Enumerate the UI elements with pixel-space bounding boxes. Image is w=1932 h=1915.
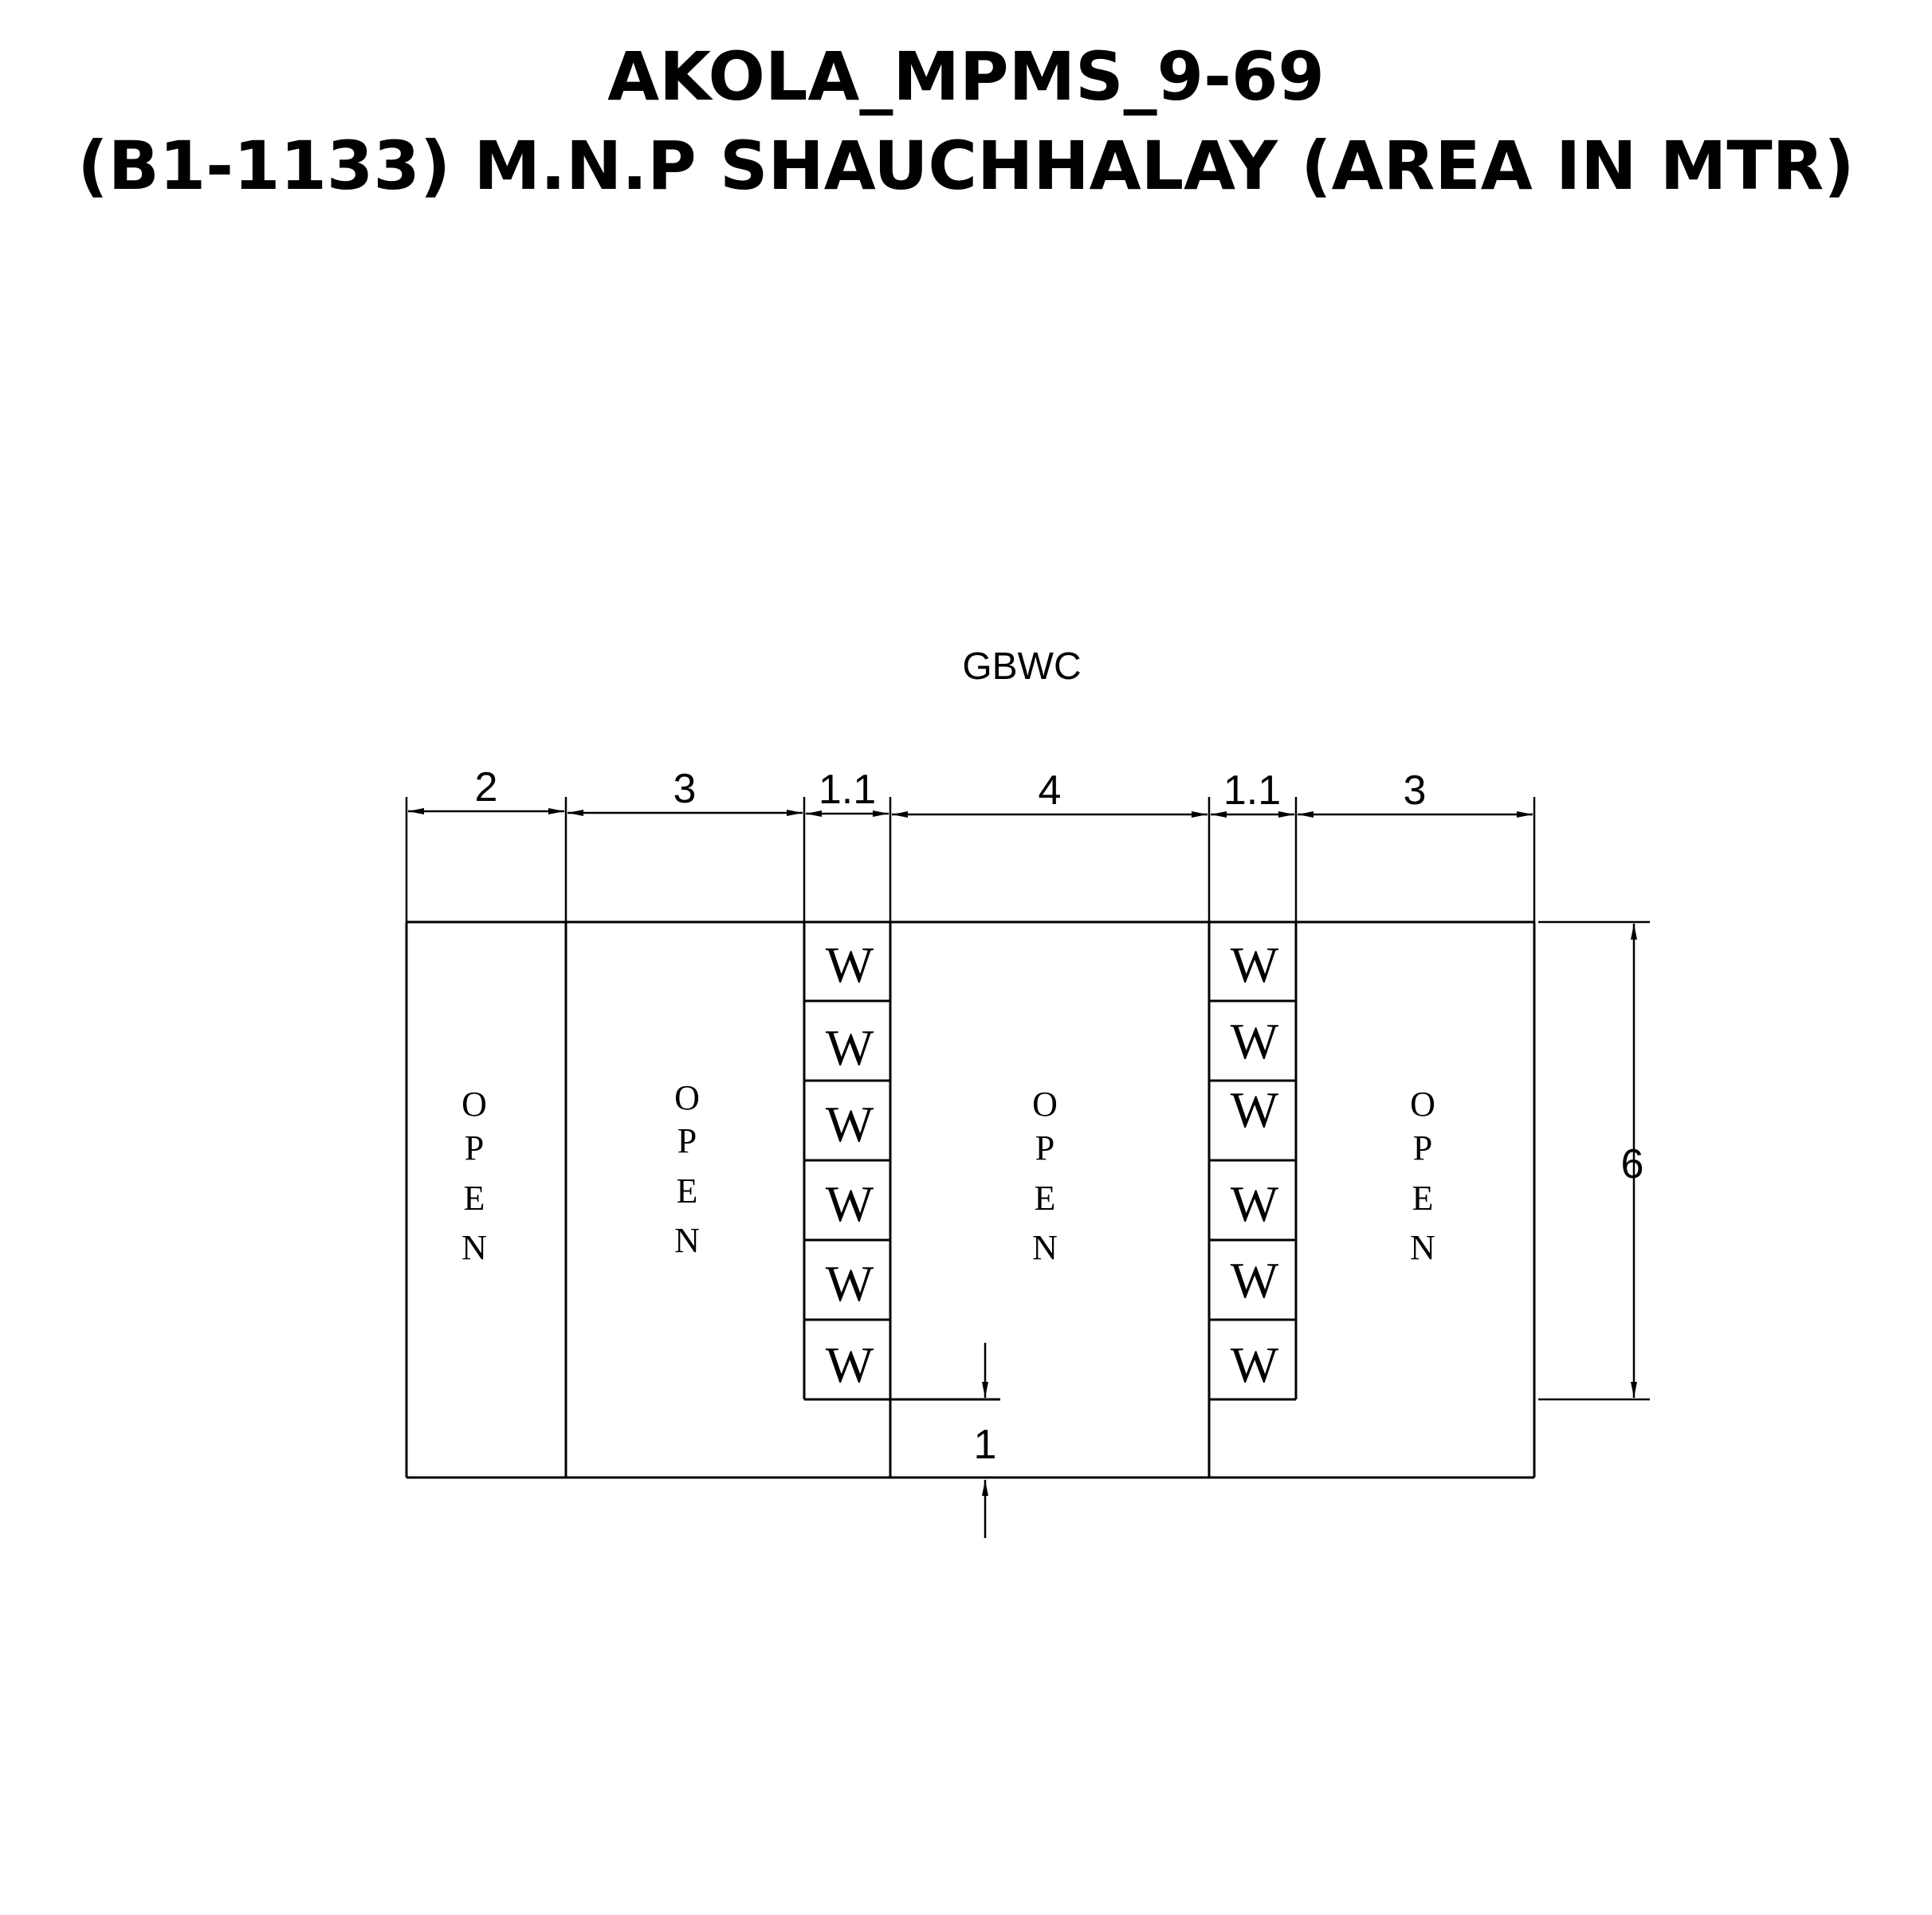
dim-value-open-3: 4 xyxy=(1039,767,1062,814)
svg-text:O: O xyxy=(1032,1085,1058,1124)
dim-value-open-2: 3 xyxy=(673,766,697,812)
svg-text:E: E xyxy=(1035,1179,1056,1218)
title-line-2: (B1-1133) M.N.P SHAUCHHALAY (AREA IN MTR… xyxy=(77,127,1855,205)
open-label-4: O P E N xyxy=(1410,1085,1435,1267)
side-dimension: 6 xyxy=(1621,924,1644,1398)
wc-cell: W xyxy=(826,1255,874,1312)
dim-value-open-4: 3 xyxy=(1404,767,1427,814)
svg-text:E: E xyxy=(1412,1179,1434,1218)
wc-cell: W xyxy=(826,1019,874,1076)
svg-text:P: P xyxy=(677,1121,697,1160)
wc-cell: W xyxy=(1231,1081,1279,1138)
svg-text:O: O xyxy=(1410,1085,1435,1124)
svg-text:P: P xyxy=(465,1128,484,1167)
wc-cell: W xyxy=(1231,1252,1279,1309)
dim-value-wc-block-2: 1.1 xyxy=(1223,767,1281,814)
title-line-1: AKOLA_MPMS_9-69 xyxy=(607,37,1325,116)
svg-text:N: N xyxy=(1410,1228,1435,1267)
svg-text:N: N xyxy=(1032,1228,1058,1267)
dimension-extension-lines xyxy=(405,797,1650,1401)
open-label-1: O P E N xyxy=(461,1085,487,1267)
open-label-2: O P E N xyxy=(674,1078,700,1260)
dim-value-wc-block-1: 1.1 xyxy=(819,767,876,813)
dim-value-front-gap: 1 xyxy=(974,1422,997,1468)
wc-cell: W xyxy=(1231,936,1279,993)
wc-cell: W xyxy=(826,1175,874,1232)
wc-cell: W xyxy=(826,1096,874,1152)
svg-text:P: P xyxy=(1413,1128,1432,1167)
plan-outline xyxy=(405,920,1536,1479)
top-dimension-arrows xyxy=(408,808,1533,818)
svg-text:O: O xyxy=(461,1085,487,1124)
front-gap-dimension: 1 xyxy=(974,1343,997,1538)
svg-text:P: P xyxy=(1035,1128,1054,1167)
svg-text:N: N xyxy=(674,1221,700,1260)
wc-block-1: W W W W W W xyxy=(804,936,890,1393)
wc-cell: W xyxy=(1231,1175,1279,1232)
svg-text:O: O xyxy=(674,1078,700,1117)
top-dimension-values: 2 3 1.1 4 1.1 3 xyxy=(475,764,1427,814)
wc-cell: W xyxy=(1231,1013,1279,1069)
wc-cell: W xyxy=(1231,1336,1279,1393)
svg-text:E: E xyxy=(464,1179,485,1218)
wc-block-2: W W W W W W xyxy=(1209,936,1296,1393)
svg-text:N: N xyxy=(461,1228,487,1267)
dim-value-open-1: 2 xyxy=(475,764,498,810)
wc-cell: W xyxy=(826,936,874,993)
wc-cell: W xyxy=(826,1336,874,1393)
plan-label: GBWC xyxy=(962,646,1081,688)
open-label-3: O P E N xyxy=(1032,1085,1058,1267)
drawing-title: AKOLA_MPMS_9-69 (B1-1133) M.N.P SHAUCHHA… xyxy=(0,32,1932,210)
svg-text:E: E xyxy=(677,1171,698,1211)
dim-value-depth: 6 xyxy=(1621,1141,1644,1187)
